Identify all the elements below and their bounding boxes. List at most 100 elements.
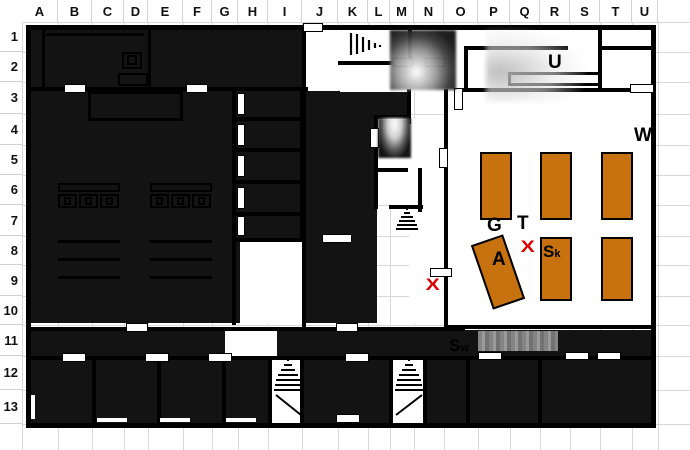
wall-v-bottom-m xyxy=(389,358,393,424)
orange-block-t5[interactable] xyxy=(601,152,633,220)
wall-v-bottom-r xyxy=(538,358,542,424)
door-j1-top[interactable] xyxy=(303,23,323,32)
wall-h-m6 xyxy=(374,168,408,172)
open-area-j11 xyxy=(225,330,277,358)
door-r11[interactable] xyxy=(565,352,589,360)
row-header-11[interactable]: 11 xyxy=(0,325,22,356)
row-header-8[interactable]: 8 xyxy=(0,236,22,265)
door-h11[interactable] xyxy=(208,353,232,362)
column-header-r[interactable]: R xyxy=(540,0,570,22)
wall-h-row3 xyxy=(28,87,308,91)
column-header-c[interactable]: C xyxy=(92,0,124,22)
wall-h-row12-top xyxy=(28,356,653,360)
chair-inner-d6 xyxy=(106,197,113,205)
door-i8[interactable] xyxy=(322,234,352,243)
door-e11[interactable] xyxy=(145,353,169,362)
column-header-a[interactable]: A xyxy=(22,0,58,22)
door-h7[interactable] xyxy=(237,216,245,236)
door-h6[interactable] xyxy=(237,187,245,209)
door-l11[interactable] xyxy=(345,353,369,362)
label-a: A xyxy=(492,250,506,269)
column-header-t[interactable]: T xyxy=(600,0,632,22)
row-header-6[interactable]: 6 xyxy=(0,175,22,205)
wall-room-bc1 xyxy=(46,33,144,36)
wall-h-hi-r6 xyxy=(234,180,304,184)
column-header-d[interactable]: D xyxy=(124,0,148,22)
row-header-3[interactable]: 3 xyxy=(0,82,22,114)
label-w-text: W xyxy=(634,125,652,146)
divider-line-efg8 xyxy=(150,240,212,243)
door-l10[interactable] xyxy=(336,323,358,332)
row-header-10[interactable]: 10 xyxy=(0,296,22,325)
column-header-o[interactable]: O xyxy=(444,0,478,22)
divider-line-efg10 xyxy=(150,276,212,279)
chair-g6 xyxy=(192,194,211,208)
label-u: U xyxy=(548,53,562,72)
row-header-7[interactable]: 7 xyxy=(0,205,22,236)
wall-v-bottom-n xyxy=(423,358,427,424)
column-header-m[interactable]: M xyxy=(390,0,414,22)
door-f3[interactable] xyxy=(186,84,208,93)
row-header-2[interactable]: 2 xyxy=(0,52,22,82)
wall-v-i-right xyxy=(300,89,304,239)
red-x-marker-n9[interactable]: X xyxy=(425,275,440,294)
door-j13[interactable] xyxy=(336,414,360,423)
wall-room-cde3-right xyxy=(180,91,183,121)
wall-h-hi-r5 xyxy=(234,148,304,152)
label-g-text: G xyxy=(487,215,502,236)
column-header-p[interactable]: P xyxy=(478,0,510,22)
wall-room-cde3-left xyxy=(88,91,91,121)
chair-b6 xyxy=(58,194,77,208)
wall-v-bottom-o xyxy=(466,358,470,424)
column-header-l[interactable]: L xyxy=(368,0,390,22)
door-t11[interactable] xyxy=(597,352,621,360)
row-header-1[interactable]: 1 xyxy=(0,22,22,52)
column-header-h[interactable]: H xyxy=(238,0,268,22)
column-header-e[interactable]: E xyxy=(148,0,183,22)
row-header-12[interactable]: 12 xyxy=(0,356,22,390)
column-header-u[interactable]: U xyxy=(632,0,658,22)
door-o11[interactable] xyxy=(478,352,502,360)
orange-block-sk8[interactable] xyxy=(540,237,572,301)
red-x-marker-q8[interactable]: X xyxy=(520,237,535,256)
door-h3[interactable] xyxy=(237,93,245,115)
door-b11[interactable] xyxy=(62,353,86,362)
divider-line-bcd9 xyxy=(58,258,120,261)
column-header-f[interactable]: F xyxy=(183,0,212,22)
column-header-j[interactable]: J xyxy=(302,0,338,22)
door-t3[interactable] xyxy=(630,84,654,93)
label-sw-text: S xyxy=(449,336,461,355)
orange-block-t8[interactable] xyxy=(601,237,633,301)
window-mark-i13 xyxy=(226,418,256,422)
column-header-k[interactable]: K xyxy=(338,0,368,22)
column-header-s[interactable]: S xyxy=(570,0,600,22)
door-n5[interactable] xyxy=(439,148,448,168)
door-n9[interactable] xyxy=(430,268,452,277)
row-header-4[interactable]: 4 xyxy=(0,114,22,145)
column-header-i[interactable]: I xyxy=(268,0,302,22)
wall-v-m3 xyxy=(407,89,411,124)
door-d10[interactable] xyxy=(126,323,148,332)
wall-v-bottom-c xyxy=(92,358,96,424)
column-header-n[interactable]: N xyxy=(414,0,444,22)
wall-outer-top xyxy=(26,25,656,30)
divider-line-bcd10 xyxy=(58,276,120,279)
column-header-b[interactable]: B xyxy=(58,0,92,22)
door-n3[interactable] xyxy=(454,88,463,110)
row-header-13[interactable]: 13 xyxy=(0,390,22,424)
label-a-text: A xyxy=(492,249,506,270)
gridline-horizontal-1 xyxy=(22,22,690,23)
door-b3[interactable] xyxy=(64,84,86,93)
wall-v-right-court xyxy=(444,89,448,329)
orange-block-p5[interactable] xyxy=(480,152,512,220)
orange-block-r5[interactable] xyxy=(540,152,572,220)
row-header-9[interactable]: 9 xyxy=(0,265,22,296)
column-header-g[interactable]: G xyxy=(212,0,238,22)
building-block-nw xyxy=(28,27,308,89)
door-h4[interactable] xyxy=(237,124,245,146)
column-header-q[interactable]: Q xyxy=(510,0,540,22)
row-header-5[interactable]: 5 xyxy=(0,145,22,175)
door-h5[interactable] xyxy=(237,155,245,177)
label-w: W xyxy=(634,126,652,145)
